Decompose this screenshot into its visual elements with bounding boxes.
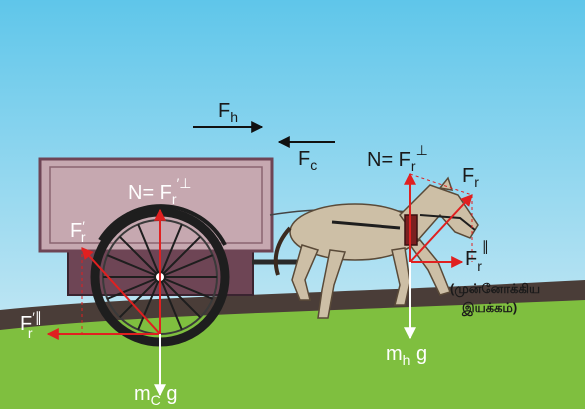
label-forward-motion-1: (முன்னோக்கிய: [450, 281, 540, 297]
label-forward-motion-2: இயக்கம்): [461, 300, 517, 316]
label-F-r-prime: F′r: [70, 218, 86, 245]
